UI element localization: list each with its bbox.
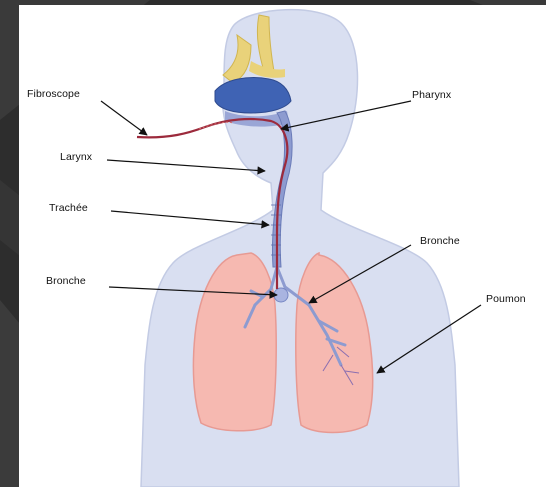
arrow-trachee [111, 211, 269, 225]
nasal-cavity [215, 78, 291, 114]
label-larynx: Larynx [60, 151, 92, 163]
arrow-fibroscope [101, 101, 147, 135]
arrow-larynx [107, 160, 265, 171]
label-trachee: Trachée [49, 202, 88, 214]
respiratory-diagram [19, 5, 546, 487]
diagram-card: Fibroscope Larynx Trachée Bronche Pharyn… [19, 5, 546, 487]
label-pharynx: Pharynx [412, 89, 451, 101]
label-fibroscope: Fibroscope [27, 88, 80, 100]
label-bronche-right: Bronche [420, 235, 460, 247]
label-poumon: Poumon [486, 293, 526, 305]
label-bronche-left: Bronche [46, 275, 86, 287]
